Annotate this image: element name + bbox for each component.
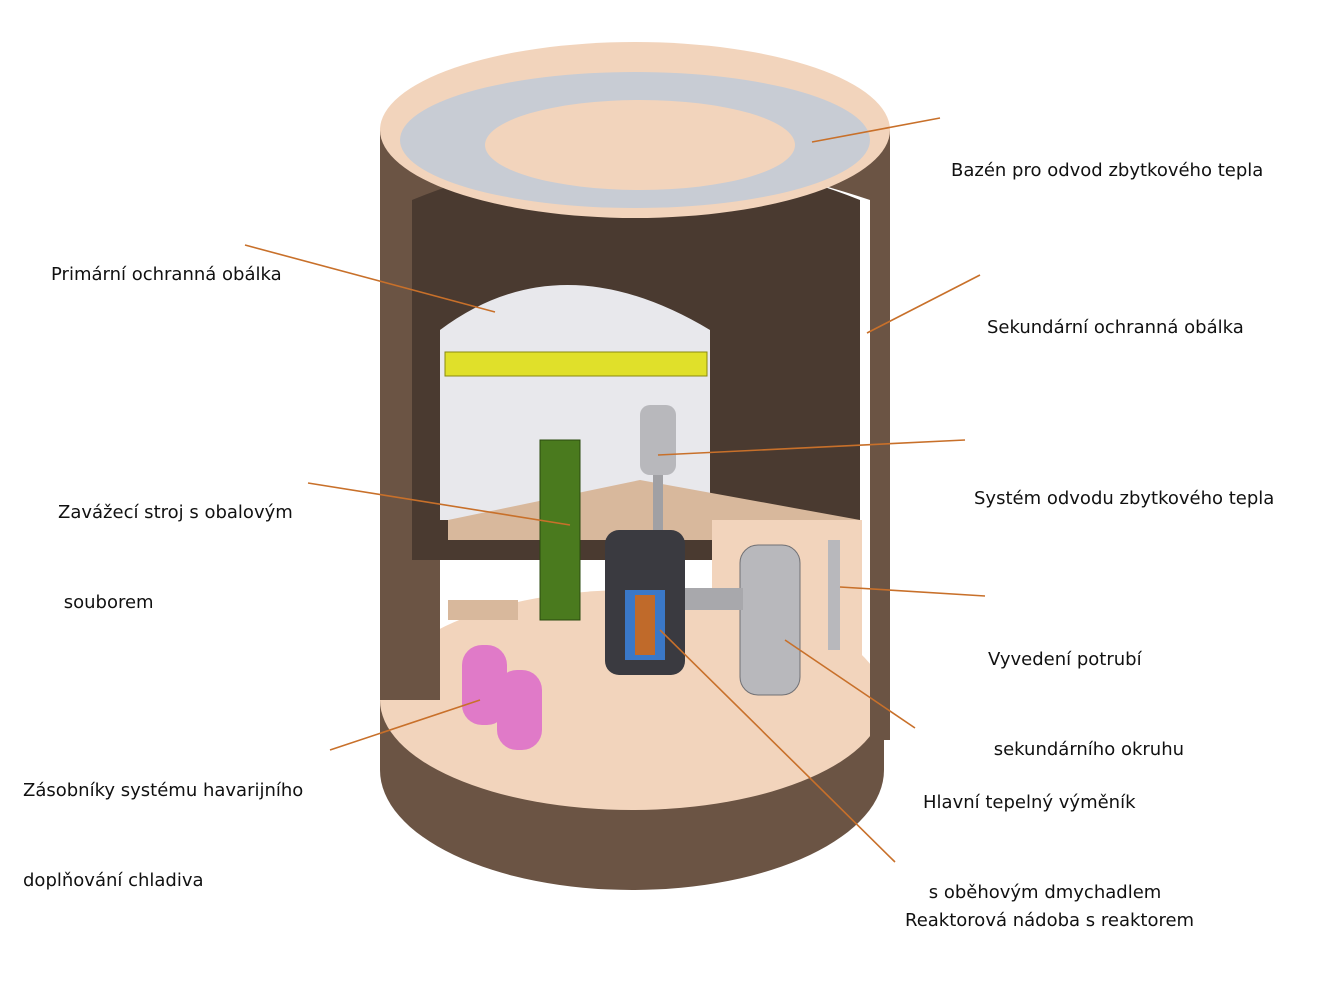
label-line: souborem xyxy=(58,592,154,613)
refueling-shaft xyxy=(653,475,663,530)
label-eccs-tanks: Zásobníky systému havarijního doplňování… xyxy=(23,716,303,956)
leader-lines xyxy=(244,117,986,863)
refueling-head xyxy=(640,405,676,475)
label-line: Systém odvodu zbytkového tepla xyxy=(974,488,1275,509)
leader-secondary xyxy=(866,274,981,334)
label-line: Reaktorová nádoba s reaktorem xyxy=(905,910,1195,931)
leader-piping xyxy=(839,586,986,597)
secondary-containment-wall xyxy=(380,130,890,740)
label-line: Hlavní tepelný výměník xyxy=(923,792,1136,813)
pool-island xyxy=(485,100,795,190)
label-line: Vyvedení potrubí xyxy=(988,649,1142,670)
fuel-loading-machine xyxy=(539,439,581,621)
label-line: s oběhovým dmychadlem xyxy=(923,882,1162,903)
label-secondary-containment: Sekundární ochranná obálka xyxy=(987,253,1244,403)
cross-duct xyxy=(685,588,743,610)
label-line: sekundárního okruhu xyxy=(988,739,1185,760)
leader-primary xyxy=(244,244,496,313)
polar-crane xyxy=(444,351,708,377)
label-residual-heat-system: Systém odvodu zbytkového tepla xyxy=(974,424,1274,574)
leader-vessel xyxy=(659,629,896,863)
secondary-pipe xyxy=(828,540,840,650)
label-reactor-vessel: Reaktorová nádoba s reaktorem xyxy=(905,846,1194,996)
label-loading-machine: Zavážecí stroj s obalovým souborem xyxy=(58,438,293,678)
label-line: Sekundární ochranná obálka xyxy=(987,317,1244,338)
label-secondary-piping: Vyvedení potrubí sekundárního okruhu xyxy=(988,585,1184,825)
lower-floor xyxy=(448,600,518,620)
heat-exchanger xyxy=(739,544,801,696)
label-primary-containment: Primární ochranná obálka xyxy=(51,200,282,350)
label-line: Bazén pro odvod zbytkového tepla xyxy=(951,160,1264,181)
label-line: Zavážecí stroj s obalovým xyxy=(58,502,293,523)
label-heat-exchanger: Hlavní tepelný výměník s oběhovým dmycha… xyxy=(923,728,1161,968)
eccs-tank-2 xyxy=(497,670,542,750)
label-line: Zásobníky systému havarijního xyxy=(23,780,304,801)
reactor-fuel xyxy=(635,595,655,655)
label-line: Primární ochranná obálka xyxy=(51,264,282,285)
eccs-tank-1 xyxy=(462,645,507,725)
label-line: doplňování chladiva xyxy=(23,870,204,891)
label-pool: Bazén pro odvod zbytkového tepla xyxy=(951,96,1263,246)
leader-pool xyxy=(811,117,941,143)
leader-residual xyxy=(657,439,966,456)
reactor-cutaway-illustration xyxy=(244,42,986,890)
diagram-canvas: Bazén pro odvod zbytkového tepla Primárn… xyxy=(23,42,1274,931)
leader-tanks xyxy=(329,699,481,751)
leader-exchanger xyxy=(784,639,916,729)
leader-loading xyxy=(307,482,571,526)
